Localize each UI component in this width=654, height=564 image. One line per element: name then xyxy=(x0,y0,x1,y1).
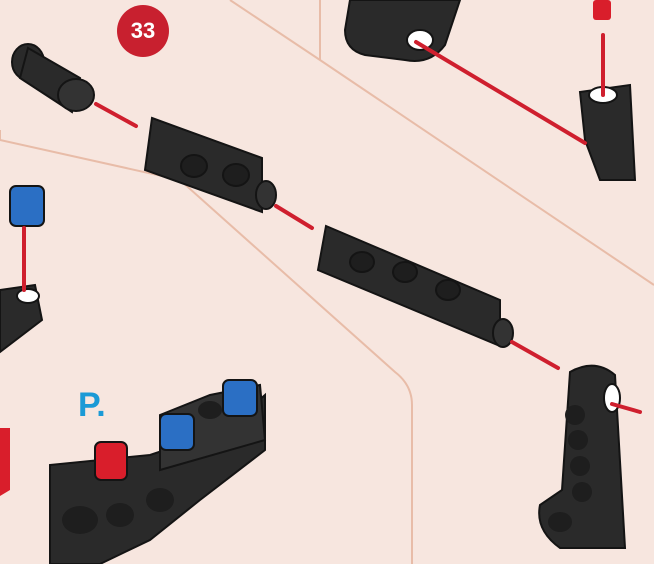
beam-3-part xyxy=(145,118,276,212)
angled-beam-part xyxy=(539,366,625,548)
step-number-badge: 33 xyxy=(117,5,169,57)
top-right-partial-assembly xyxy=(345,0,635,180)
assembly-guide-lines xyxy=(24,35,640,412)
axle-connector-part xyxy=(12,44,94,112)
step-number: 33 xyxy=(131,18,155,44)
sub-step-label: P. xyxy=(78,386,106,425)
